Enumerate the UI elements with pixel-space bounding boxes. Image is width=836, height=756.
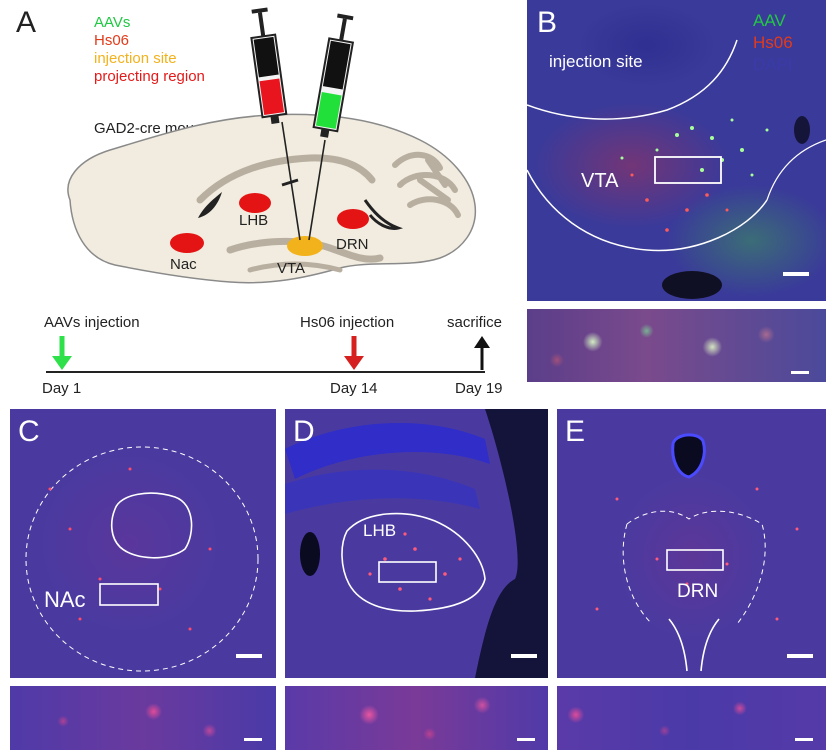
scale-bar-d: [511, 654, 537, 658]
panel-b-inset: [527, 309, 826, 382]
panel-e-overlay: [595, 433, 799, 672]
channel-legend: AAV Hs06 DAPI: [753, 10, 793, 76]
nac-boundary: [25, 446, 259, 672]
syringe-left: [250, 7, 288, 125]
scale-bar-e: [787, 654, 813, 658]
brain-schematic: [67, 7, 477, 284]
panel-a: A AAVs Hs06 injection site projecting re…: [0, 0, 525, 400]
needle-left: [281, 121, 301, 241]
inset-box-d: [378, 561, 437, 583]
panel-b-overlay: [527, 39, 826, 299]
panel-d-inset: [285, 686, 548, 750]
mlf-right: [700, 618, 720, 672]
hippocampus-band: [285, 422, 490, 479]
channel-hs06: Hs06: [753, 33, 793, 52]
channel-dapi: DAPI: [753, 55, 793, 74]
mlf-left: [668, 618, 688, 672]
nac-label: NAc: [44, 587, 86, 612]
midbrain-mark: [281, 178, 299, 187]
panel-letter-a: A: [16, 6, 37, 39]
region-label-lhb: LHB: [239, 212, 269, 229]
green-cells: [620, 118, 769, 177]
panel-e-micrograph: E DRN: [557, 409, 826, 678]
arrow-hs06-injection: [344, 336, 364, 370]
scale-bar-e-inset: [795, 738, 813, 741]
ventricle: [198, 192, 222, 218]
vta-boundary-right: [766, 139, 826, 201]
panel-e-inset: [557, 686, 826, 750]
ventricle-d: [300, 532, 320, 576]
arrow-sacrifice: [474, 336, 490, 370]
injection-site-label: injection site: [549, 52, 643, 71]
scale-bar-c-inset: [244, 738, 262, 741]
brain-outline: [67, 113, 477, 284]
dark-vessel: [662, 271, 722, 299]
lhb-boundary: [341, 512, 486, 612]
timeline-label-hs06: Hs06 injection: [300, 314, 395, 331]
panel-a-legend: AAVs Hs06 injection site projecting regi…: [94, 14, 205, 86]
vta-boundary-upper: [527, 39, 738, 120]
panel-letter-e: E: [565, 415, 586, 448]
region-nac: [170, 233, 204, 253]
scale-bar-b-inset: [791, 371, 809, 374]
drn-label: DRN: [677, 581, 719, 602]
scale-bar-c: [236, 654, 262, 658]
panel-c-overlay: [25, 446, 259, 672]
vta-label: VTA: [581, 170, 619, 192]
aqueduct-e: [671, 433, 706, 479]
region-label-vta: VTA: [277, 260, 306, 277]
brain-tract-3: [247, 261, 343, 273]
aqueduct: [363, 199, 404, 230]
panel-letter-c: C: [18, 415, 40, 448]
red-cells: [630, 173, 729, 232]
scale-bar-d-inset: [517, 738, 535, 741]
panel-c-micrograph: C NAc: [10, 409, 276, 678]
timeline-graphic: [46, 336, 490, 373]
inset-box-b: [654, 156, 722, 184]
syringe-right: [312, 13, 355, 138]
region-lhb: [239, 193, 271, 213]
region-label-drn: DRN: [336, 236, 369, 253]
panel-d-micrograph: D LHB: [285, 409, 548, 678]
lhb-label: LHB: [363, 521, 397, 540]
vta-boundary-lower: [527, 169, 768, 252]
legend-aavs: AAVs: [94, 14, 131, 31]
needle-right: [308, 139, 326, 241]
red-cells-d: [368, 532, 462, 601]
region-vta: [287, 236, 323, 256]
brain-tract-2: [226, 237, 384, 263]
legend-projecting-region: projecting region: [94, 68, 205, 85]
panel-d-overlay: [285, 409, 548, 678]
dark-vessel-2: [794, 116, 810, 144]
region-drn: [337, 209, 369, 229]
timeline-day-14: Day 14: [330, 380, 378, 397]
timeline-label-aavs: AAVs injection: [44, 314, 140, 331]
brain-tract-1: [196, 154, 376, 204]
red-cells-e: [595, 487, 799, 621]
scale-bar-b: [783, 272, 809, 276]
panel-b-micrograph: B injection site VTA AAV Hs06 DAPI: [527, 0, 826, 301]
panel-letter-d: D: [293, 415, 315, 448]
legend-injection-site: injection site: [94, 50, 177, 67]
timeline-day-1: Day 1: [42, 380, 82, 397]
anterior-commissure: [110, 492, 193, 559]
region-label-nac: Nac: [170, 256, 197, 273]
cerebellum-folds: [392, 151, 461, 218]
timeline-day-19: Day 19: [455, 380, 503, 397]
panel-letter-b: B: [537, 6, 558, 39]
red-cells-c: [48, 467, 212, 631]
panel-c-inset: [10, 686, 276, 750]
drn-boundary: [622, 510, 766, 625]
channel-aav: AAV: [753, 11, 786, 30]
hippocampus-band-2: [285, 469, 480, 514]
dark-background-region: [475, 409, 548, 678]
timeline-label-sacrifice: sacrifice: [447, 314, 503, 331]
inset-box-e: [666, 549, 724, 571]
inset-box-c: [99, 583, 159, 606]
arrow-aavs-injection: [52, 336, 72, 370]
legend-hs06: Hs06: [94, 32, 130, 49]
